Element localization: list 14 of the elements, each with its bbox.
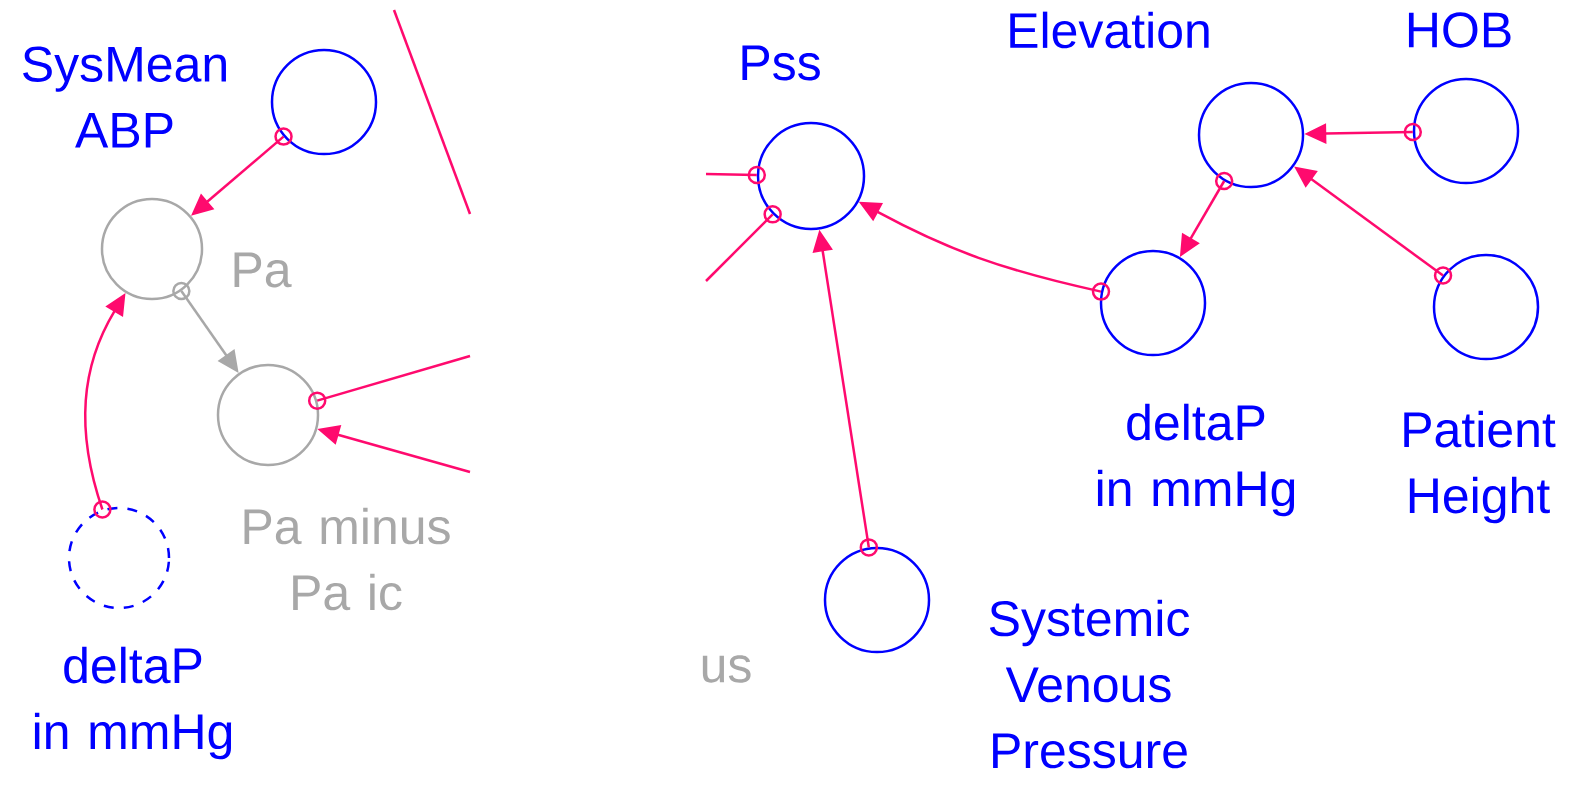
variable-label: Systemic Venous Pressure [989,599,1190,769]
connector-arrow [706,165,766,185]
variable-label: Patient Height [1404,410,1556,524]
variable-label: Pa [234,252,292,288]
variable-label: deltaP in mmHg [34,646,232,760]
variable-label: us [702,655,751,683]
variable-label: deltaP in mmHg [1097,403,1295,517]
variable-label: Pss [742,45,820,81]
variable-label: Pa minus Pa ic [244,507,450,611]
variable-label: HOB [1408,12,1511,48]
variable-label: SysMean ABP [23,46,226,148]
connector-arrow [705,205,782,282]
connector-arrow [307,354,471,410]
variable-label: Elevation [1010,11,1209,49]
